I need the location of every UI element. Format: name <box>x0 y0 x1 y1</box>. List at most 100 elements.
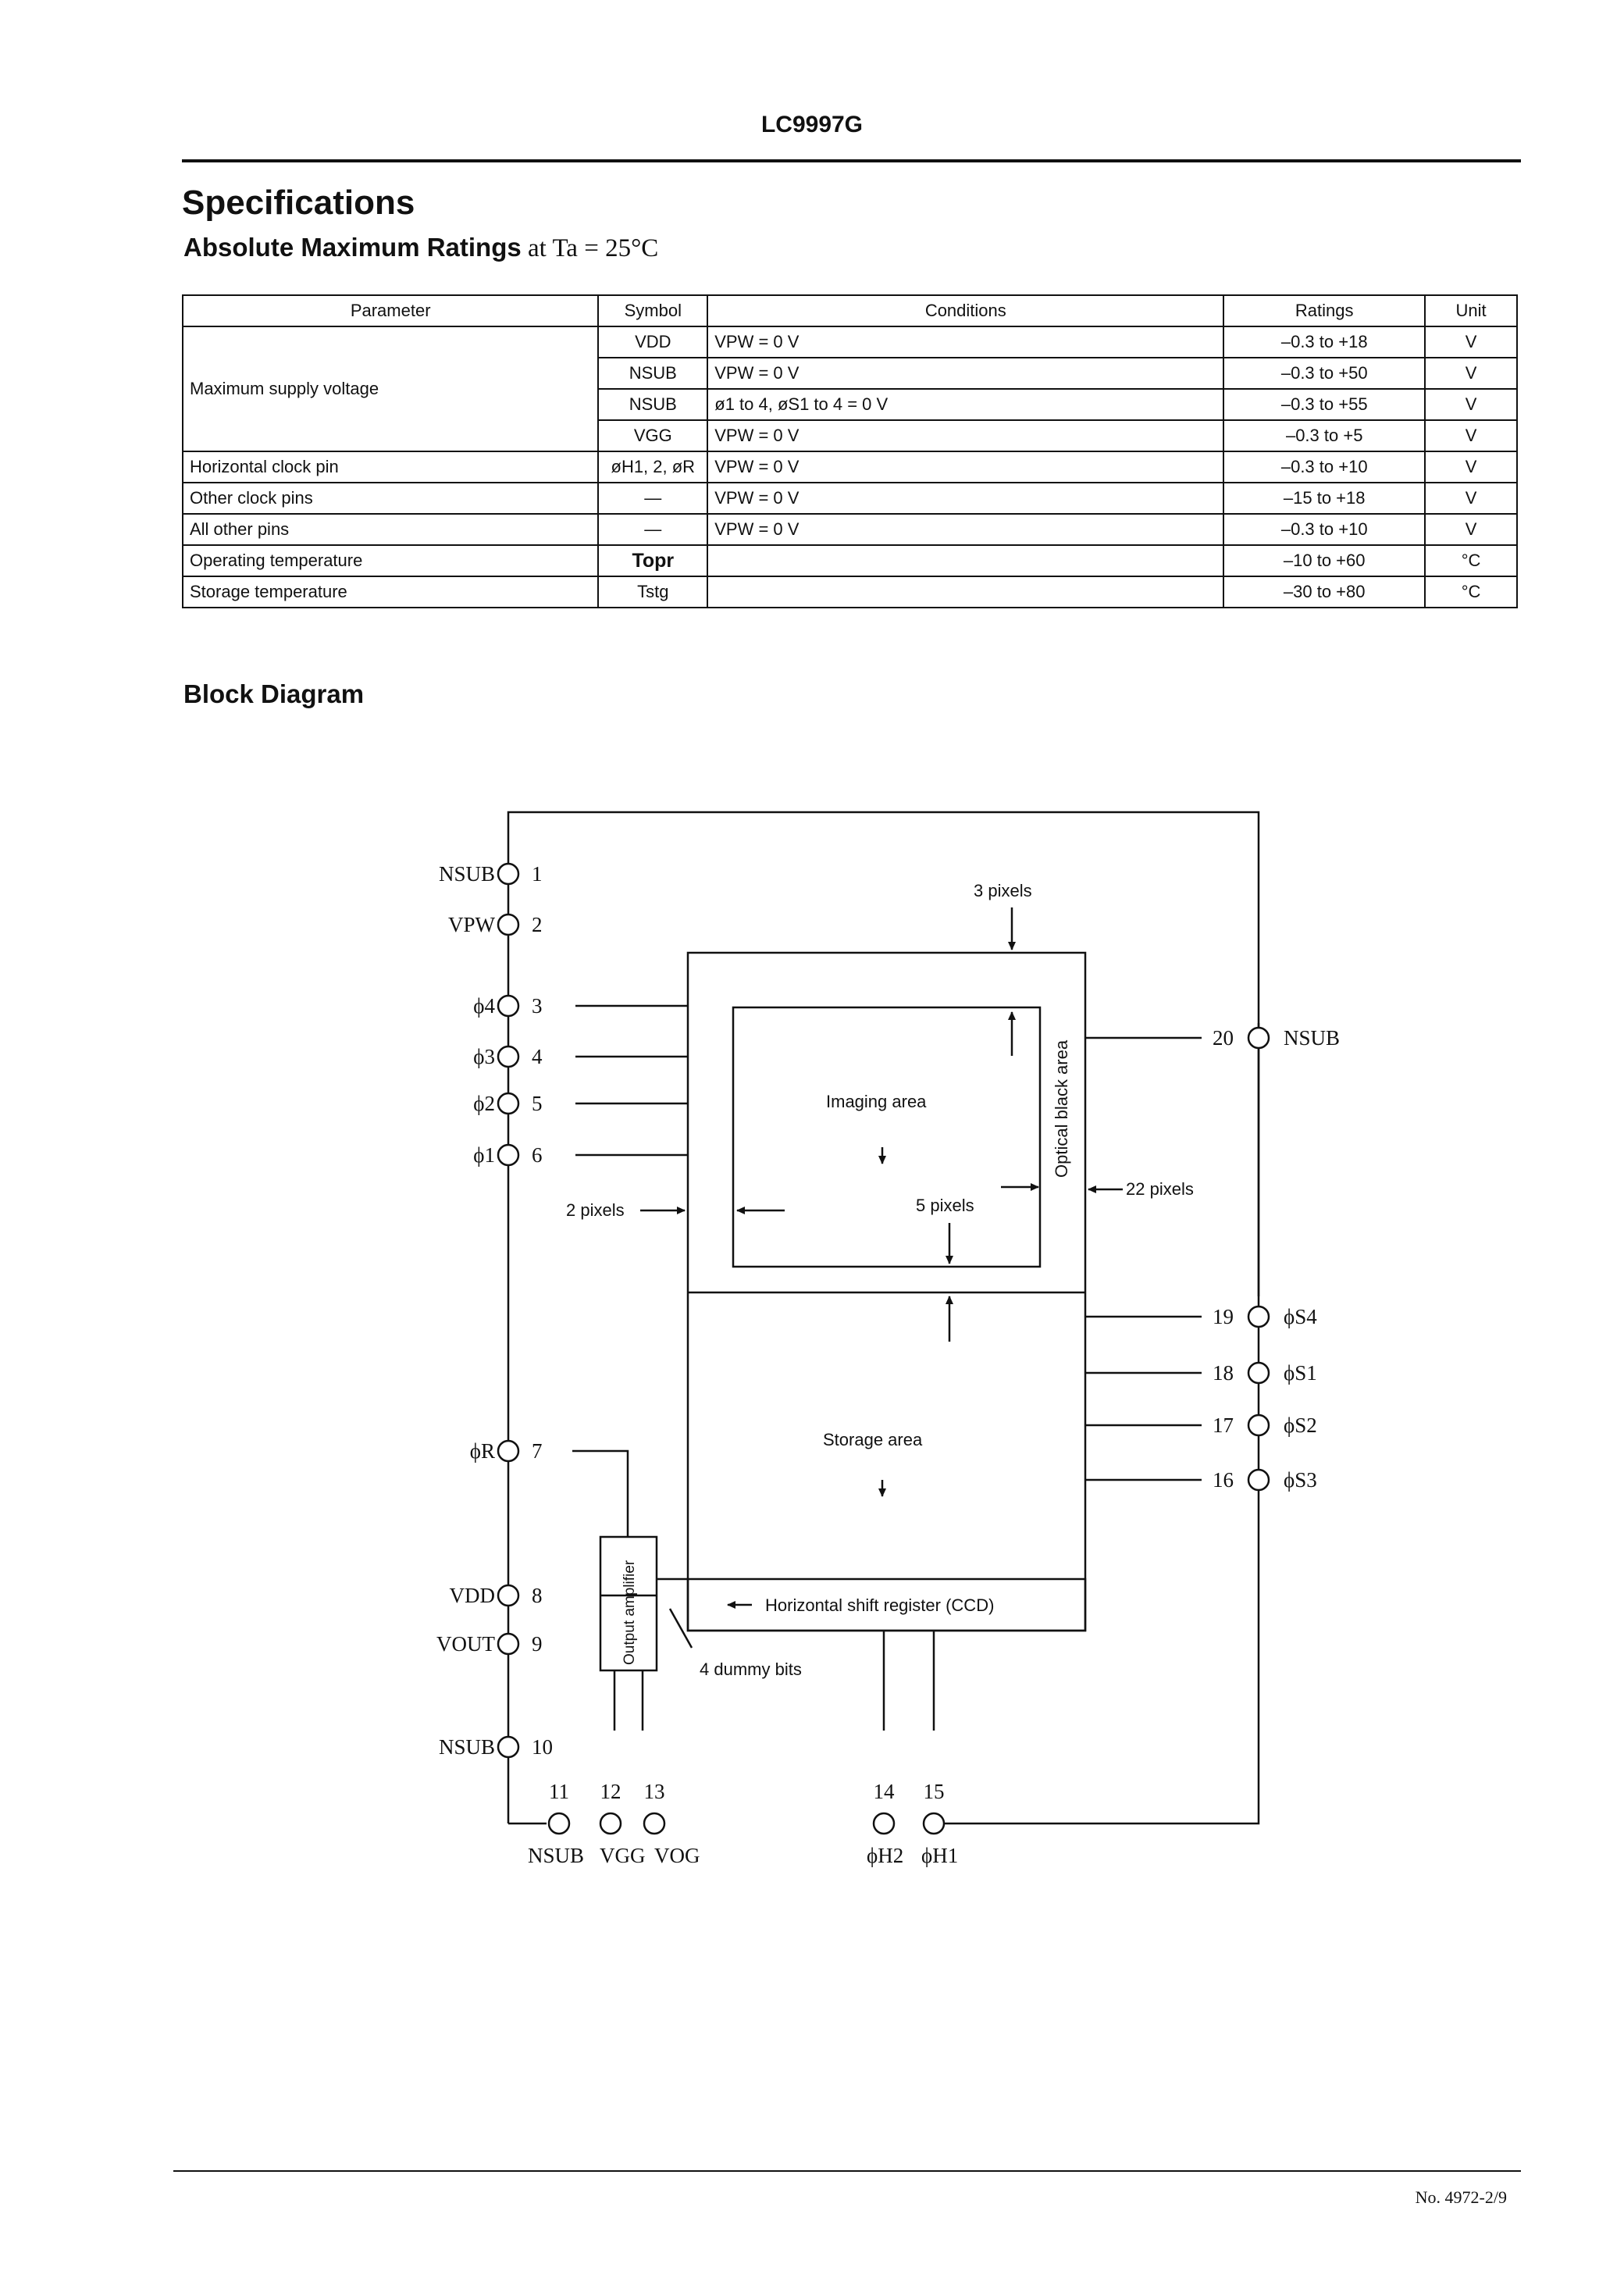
pin-14-label: ϕH2 <box>867 1844 903 1867</box>
pin-20-circle <box>1247 1026 1270 1050</box>
table-row: NSUB VPW = 0 V –0.3 to +50 V <box>183 357 1518 390</box>
label-horizontal-shift-register: Horizontal shift register (CCD) <box>765 1595 994 1615</box>
pin-20-label: NSUB <box>1284 1026 1340 1050</box>
pin-11-circle <box>547 1812 571 1835</box>
footer-rule <box>173 2170 1521 2172</box>
abs-max-ratings-heading: Absolute Maximum Ratings at Ta = 25°C <box>183 233 658 263</box>
pin-2-label: VPW <box>448 913 496 936</box>
pin-19-number: 19 <box>1213 1305 1234 1328</box>
conditions-cell: VPW = 0 V <box>707 482 1225 515</box>
block-diagram-heading: Block Diagram <box>183 679 365 708</box>
label-3-pixels: 3 pixels <box>974 881 1032 900</box>
ratings-cell: –15 to +18 <box>1223 482 1426 515</box>
symbol-cell: VGG <box>597 419 709 452</box>
specifications-heading: Specifications <box>182 184 415 222</box>
param-cell: All other pins <box>181 513 600 546</box>
table-row: Horizontal clock pin øH1, 2, øR VPW = 0 … <box>181 451 1518 483</box>
unit-cell: °C <box>1424 576 1518 608</box>
table-row: All other pins — VPW = 0 V –0.3 to +10 V <box>181 513 1518 546</box>
hsr-block <box>686 1577 1087 1632</box>
pin-12-number: 12 <box>600 1780 621 1803</box>
param-cell: Storage temperature <box>181 576 600 608</box>
conditions-cell: VPW = 0 V <box>707 451 1225 483</box>
pin-17-circle <box>1247 1414 1270 1437</box>
table-row: VGG VPW = 0 V –0.3 to +5 V <box>183 419 1518 452</box>
symbol-cell: — <box>597 482 709 515</box>
symbol-cell: Tstg <box>597 576 709 608</box>
label-2-pixels: 2 pixels <box>566 1200 625 1220</box>
conditions-cell: VPW = 0 V <box>707 513 1225 546</box>
pin-2-number: 2 <box>532 913 543 936</box>
pin-17-number: 17 <box>1213 1414 1234 1437</box>
param-cell: Maximum supply voltage <box>181 326 600 452</box>
param-cell: Horizontal clock pin <box>181 451 600 483</box>
pin-15-label: ϕH1 <box>921 1844 958 1867</box>
symbol-cell: Topr <box>597 544 709 577</box>
ratings-cell: –0.3 to +55 <box>1223 388 1426 421</box>
pin-8-label: VDD <box>450 1584 496 1607</box>
header-parameter: Parameter <box>181 294 600 327</box>
pin-5-number: 5 <box>532 1092 543 1115</box>
label-output-amplifier: Output amplifier <box>621 1560 638 1665</box>
table-row: Storage temperature Tstg –30 to +80 °C <box>181 576 1518 608</box>
table-row: Other clock pins — VPW = 0 V –15 to +18 … <box>181 482 1518 515</box>
diagram-labels: 3 pixels Imaging area Optical black area… <box>566 881 1194 1679</box>
symbol-cell: VDD <box>597 326 709 358</box>
pin-3-label: ϕ4 <box>473 994 495 1018</box>
pin-19-circle <box>1247 1305 1270 1328</box>
pin-16-number: 16 <box>1213 1468 1234 1492</box>
pin-5-label: ϕ2 <box>473 1092 495 1115</box>
pin-17-label: ϕS2 <box>1284 1414 1317 1437</box>
table-row: Maximum supply voltage VDD VPW = 0 V –0.… <box>181 326 1518 452</box>
document-header-title: LC9997G <box>760 112 864 137</box>
pin-19-label: ϕS4 <box>1284 1305 1317 1328</box>
package-outline <box>507 811 1260 1825</box>
unit-cell: V <box>1424 388 1518 421</box>
pin-12-circle <box>599 1812 622 1835</box>
pin-11-label: NSUB <box>528 1844 584 1867</box>
label-imaging-area: Imaging area <box>826 1092 927 1111</box>
pin-3-number: 3 <box>532 994 543 1018</box>
ratings-cell: –0.3 to +10 <box>1223 513 1426 546</box>
pin-7-number: 7 <box>532 1439 543 1463</box>
footer-doc-number: No. 4972-2/9 <box>1415 2187 1507 2207</box>
pin-5-circle <box>497 1092 520 1115</box>
pin-10-number: 10 <box>532 1735 553 1759</box>
label-4-dummy-bits: 4 dummy bits <box>700 1659 802 1679</box>
ratings-cell: –0.3 to +10 <box>1223 451 1426 483</box>
header-rule <box>182 159 1521 162</box>
pin-14-circle <box>872 1812 896 1835</box>
pin-10-label: NSUB <box>439 1735 495 1759</box>
pin-9-label: VOUT <box>436 1632 495 1656</box>
header-ratings: Ratings <box>1223 294 1426 327</box>
pin-8-number: 8 <box>532 1584 543 1607</box>
table-row: NSUB ø1 to 4, øS1 to 4 = 0 V –0.3 to +55… <box>183 388 1518 421</box>
pin-4-circle <box>497 1045 520 1068</box>
pin-13-number: 13 <box>644 1780 665 1803</box>
pin-7-label: ϕR <box>470 1439 495 1463</box>
conditions-cell <box>707 544 1225 577</box>
pin-13-circle <box>643 1812 666 1835</box>
pin-4-number: 4 <box>532 1045 543 1068</box>
ratings-cell: –0.3 to +18 <box>1223 326 1426 358</box>
pin-9-number: 9 <box>532 1632 543 1656</box>
pin-8-circle <box>497 1584 520 1607</box>
label-5-pixels: 5 pixels <box>916 1196 974 1215</box>
pin-11-number: 11 <box>549 1780 569 1803</box>
pin-6-label: ϕ1 <box>473 1143 495 1167</box>
pin-14-number: 14 <box>874 1780 896 1803</box>
ratings-cell: –0.3 to +5 <box>1223 419 1426 452</box>
unit-cell: V <box>1424 482 1518 515</box>
unit-cell: V <box>1424 419 1518 452</box>
pin-1-circle <box>497 862 520 886</box>
label-optical-black-area: Optical black area <box>1052 1039 1071 1178</box>
ratings-cell: –30 to +80 <box>1223 576 1426 608</box>
pin-10-circle <box>497 1735 520 1759</box>
abs-max-ratings-condition: at Ta = 25°C <box>521 234 659 262</box>
pin-1-label: NSUB <box>439 862 495 886</box>
unit-cell: °C <box>1424 544 1518 577</box>
param-cell: Operating temperature <box>181 544 600 577</box>
pin-18-number: 18 <box>1213 1361 1234 1385</box>
pin-6-number: 6 <box>532 1143 543 1167</box>
